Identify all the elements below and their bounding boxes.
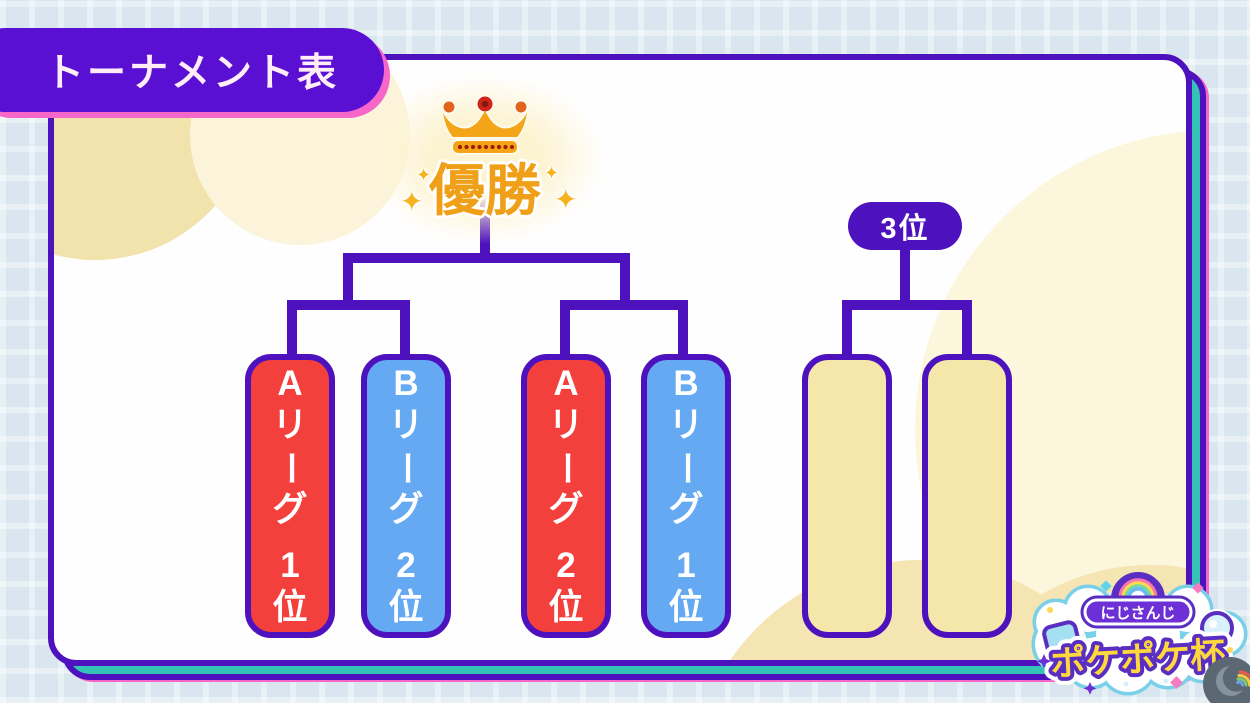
brand-banner-outline — [1080, 595, 1196, 629]
lens-icon — [1198, 609, 1236, 647]
logo-brand-text: にじさんじ — [1100, 605, 1175, 622]
sparkle-icon: ✦ — [544, 163, 560, 183]
line-final-horizontal — [343, 253, 630, 263]
sparkle-icon: ✦ — [400, 186, 424, 217]
line-third-stub-left — [842, 300, 852, 360]
rainbow-icon — [1111, 572, 1165, 606]
line-semi2-horizontal — [560, 300, 688, 310]
line-semi2-stub-left — [560, 300, 570, 360]
line-semi1-stub-left — [287, 300, 297, 360]
phone-icon — [1039, 617, 1089, 679]
page-title-badge: トーナメント表 — [0, 28, 384, 112]
line-semi1-horizontal — [287, 300, 410, 310]
line-semi2-stub-right — [678, 300, 688, 360]
brand-banner — [1083, 598, 1193, 626]
slot-label — [808, 360, 886, 632]
slot-label — [928, 360, 1006, 632]
sparkle-icon: ✦ — [554, 184, 578, 215]
line-semi1-drop — [343, 253, 353, 310]
channel-watermark-icon — [1203, 657, 1250, 703]
line-semi2-drop — [620, 253, 630, 310]
line-third-horizontal — [842, 300, 972, 310]
line-third-vertical — [900, 246, 910, 310]
event-logo: にじさんじ ポケポケ杯 ポケポケ杯 ポケポケ杯 — [1031, 572, 1248, 696]
third-place-badge: 3位 — [848, 202, 962, 250]
champion-label: 優勝 — [429, 159, 541, 222]
page-title: トーナメント表 — [44, 52, 339, 95]
third-place-label: 3位 — [880, 213, 930, 245]
crown-icon — [443, 96, 527, 153]
slot-third-place-right — [922, 354, 1012, 638]
slot-third-place-left — [802, 354, 892, 638]
logo-title-text: ポケポケ杯 — [1049, 634, 1226, 683]
sparkle-icon: ✦ — [416, 165, 432, 185]
line-third-stub-right — [962, 300, 972, 360]
line-semi1-stub-right — [400, 300, 410, 360]
